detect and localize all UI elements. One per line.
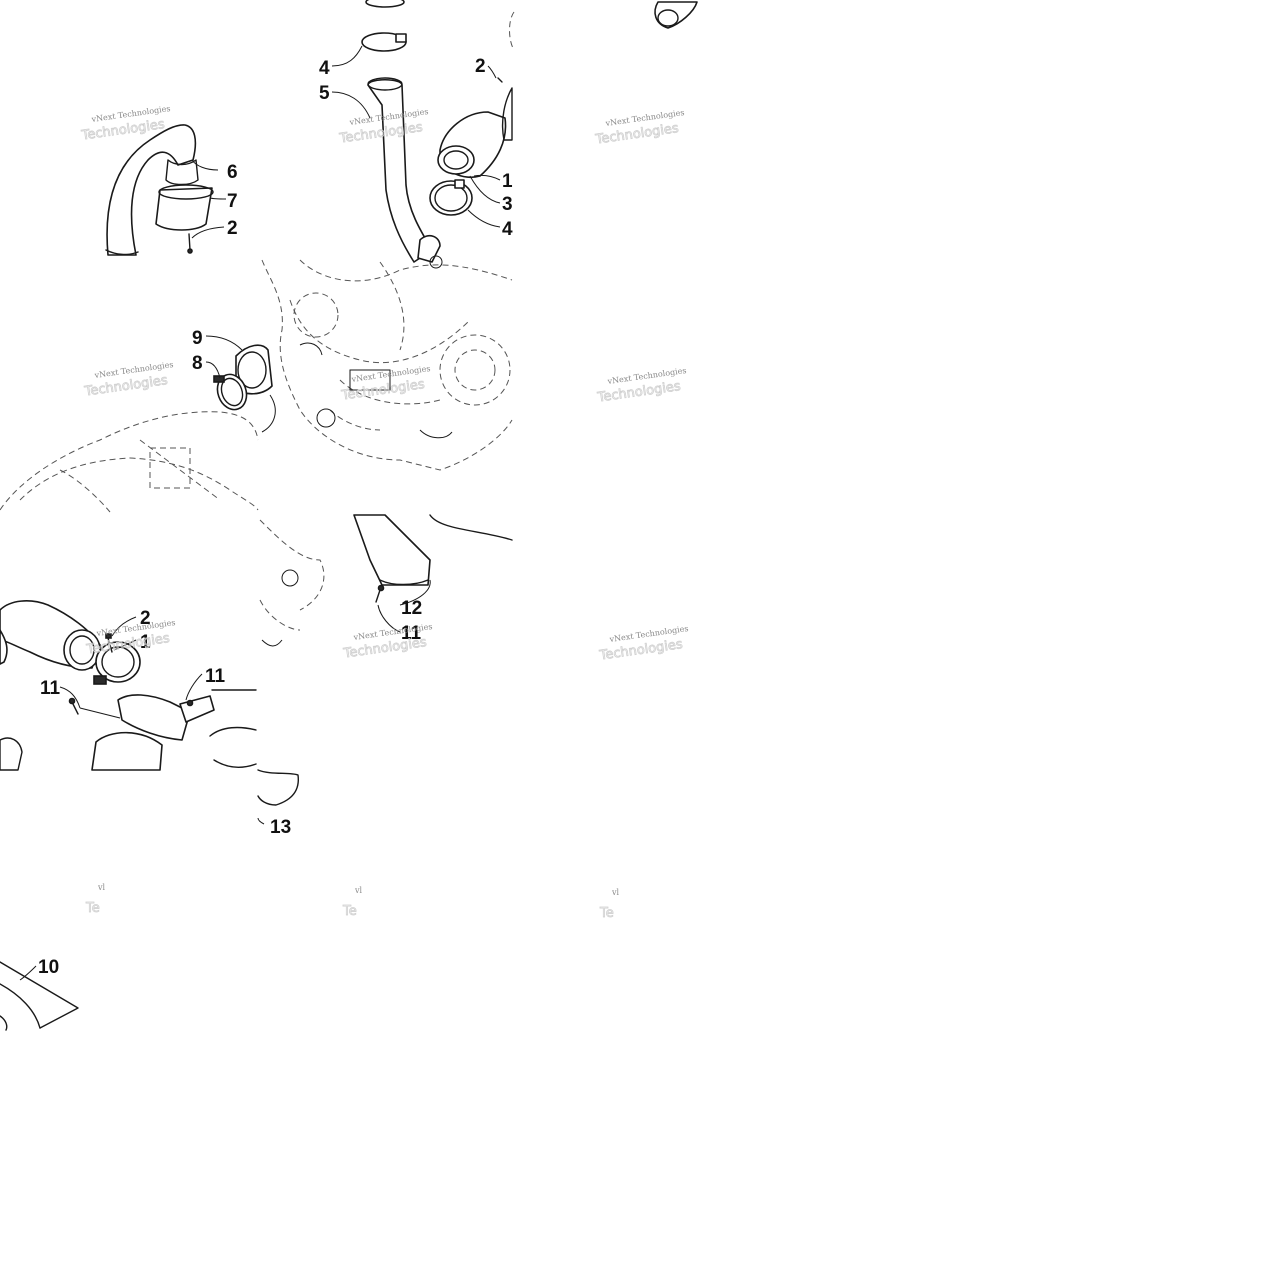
watermark: vl Te (342, 886, 363, 919)
watermark: vNext Technologies Technologies (595, 366, 687, 406)
watermark: vl Te (85, 883, 106, 916)
intake-boot-part (437, 111, 507, 178)
clamp-8-part (213, 373, 248, 411)
callout-4: 4 (319, 58, 330, 79)
callout-13: 13 (270, 817, 291, 838)
duct-11-part (0, 689, 257, 771)
lower-screw-part (68, 633, 113, 715)
callout-11: 11 (205, 666, 226, 687)
watermark: vNext Technologies Technologies (597, 624, 689, 664)
leader-lines (19, 45, 501, 981)
callout-9: 9 (192, 328, 203, 349)
callout-3: 3 (502, 194, 513, 215)
lower-middle-engine (259, 519, 325, 647)
svg-text:vl: vl (354, 886, 363, 895)
callout-12: 12 (401, 598, 422, 619)
callout-5: 5 (319, 83, 330, 104)
watermark: vl Te (599, 888, 620, 921)
svg-text:vl: vl (97, 883, 106, 892)
lower-clamp-part (93, 641, 141, 685)
airbox-edge (497, 11, 515, 141)
callout-1: 1 (140, 632, 151, 653)
callout-labels: 4 5 2 6 7 2 1 3 4 9 8 2 1 11 11 12 11 13… (38, 56, 513, 978)
duct-10-part (0, 961, 79, 1031)
engine-block-outline (261, 255, 513, 471)
callout-11: 11 (40, 678, 61, 699)
top-ring-part (365, 0, 405, 8)
hose-clamp-3-part (429, 179, 473, 216)
callout-4: 4 (502, 219, 513, 240)
hose-clamp-4-part (361, 32, 407, 52)
callout-2: 2 (227, 218, 238, 239)
svg-text:Te: Te (599, 906, 614, 921)
watermark: vNext Technologies Technologies (82, 360, 174, 400)
callout-1: 1 (502, 171, 513, 192)
filter-cup-part (155, 184, 214, 231)
callout-6: 6 (227, 162, 238, 183)
callout-2: 2 (475, 56, 486, 77)
duct-12-part (353, 514, 513, 603)
watermark: vNext Technologies Technologies (593, 108, 685, 148)
callout-10: 10 (38, 957, 59, 978)
callout-11: 11 (401, 623, 422, 644)
intake-tube-part (367, 77, 441, 263)
adapter-9-part (235, 344, 273, 395)
lower-left-engine-outline (0, 411, 259, 513)
callout-2: 2 (140, 608, 151, 629)
intake-elbow-part (105, 124, 199, 256)
lower-intake-boot-part (0, 600, 101, 671)
svg-text:Te: Te (85, 901, 100, 916)
screw-part (187, 233, 193, 254)
top-right-fragment (654, 1, 698, 29)
svg-text:Te: Te (342, 904, 357, 919)
watermark: vNext Technologies Technologies (341, 622, 433, 662)
svg-text:vl: vl (611, 888, 620, 897)
lower-stub-part (257, 769, 299, 806)
callout-7: 7 (227, 191, 238, 212)
callout-8: 8 (192, 353, 203, 374)
